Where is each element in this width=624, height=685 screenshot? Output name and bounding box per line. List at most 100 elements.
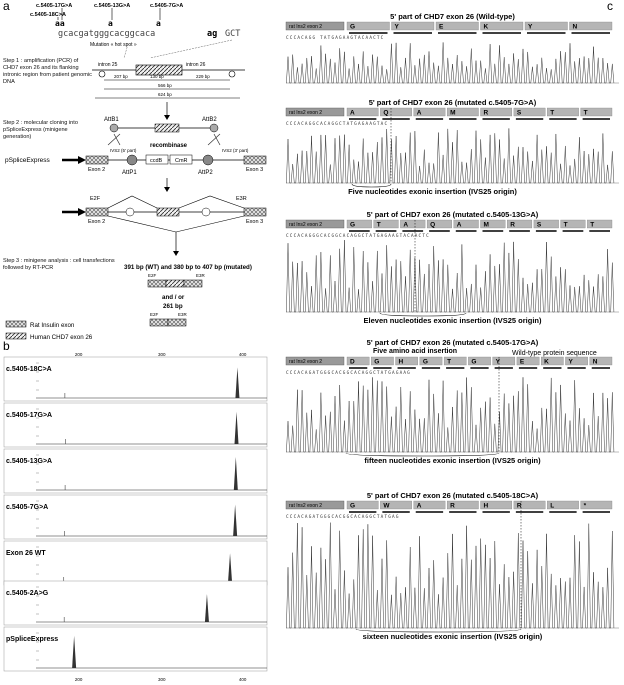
amino-acid-cell <box>446 107 479 117</box>
amino-acid-cell <box>346 21 390 31</box>
amino-acid-cell <box>413 500 446 510</box>
amino-acid-cell <box>426 219 452 229</box>
insertion-caption: Eleven nucleotides exonic insertion (IVS… <box>364 316 542 325</box>
attP1-label: AttP1 <box>122 170 137 176</box>
amino-acid-cell <box>371 356 394 366</box>
attP1-site <box>126 154 138 166</box>
amino-acid-cell <box>516 356 540 366</box>
insertion-brace <box>345 452 500 457</box>
amino-acid-letter: * <box>584 503 587 510</box>
amino-acid-cell <box>580 500 613 510</box>
amino-acid-letter: Y <box>395 24 400 31</box>
amino-acid-letter: R <box>450 503 455 510</box>
amino-acid-cell <box>547 107 579 117</box>
arrow-head <box>164 115 170 120</box>
trace-peak <box>235 367 240 398</box>
amino-acid-cell <box>480 500 513 510</box>
pspliceexpress-label: pSpliceExpress <box>5 157 51 164</box>
trace-label: pSpliceExpress <box>6 636 58 643</box>
chromatogram-title: 5' part of CHD7 exon 26 (mutated c.5405-… <box>369 98 537 107</box>
rat-ins2-bar <box>285 356 345 366</box>
trace-label: c.5405-13G>A <box>6 458 52 465</box>
base-calls: CCCACAGGGCACGGCACAGGCTATGAGAAGTACAACTC <box>286 233 430 239</box>
trace-peak <box>228 553 233 582</box>
panel-a: a c.5405-17G>A c.5405-18C>A c.5405-13G>A… <box>3 0 267 341</box>
amino-acid-cell <box>480 107 513 117</box>
amino-acid-letter: Q <box>430 222 435 229</box>
amino-acid-cell <box>380 107 412 117</box>
amino-acid-cell <box>480 219 506 229</box>
bp-label: 566 bp <box>158 83 172 88</box>
amino-acid-letter: A <box>457 222 462 229</box>
amino-acid-letter: T <box>377 222 381 229</box>
trace-frame <box>3 448 268 494</box>
insert-exon26 <box>154 123 180 133</box>
attP2-site <box>202 154 214 166</box>
andor-label: and / or <box>162 294 185 301</box>
chromatogram-title: 5' part of CHD7 exon 26 (mutated c.5405-… <box>367 338 539 347</box>
amino-acid-cell <box>468 356 491 366</box>
trace-label: c.5405-17G>A <box>6 412 52 419</box>
chromatograms: 5' part of CHD7 exon 26 (Wild-type)rat I… <box>285 12 619 641</box>
panel-label-c: c <box>607 0 613 13</box>
amino-acid-cell <box>580 107 613 117</box>
bp-label: 207 bp <box>114 74 128 79</box>
amino-acid-cell <box>419 356 443 366</box>
chromatogram-trace <box>286 377 615 453</box>
axis-tick-top: 200 <box>75 352 83 357</box>
amino-acid-letter: S <box>537 222 542 229</box>
trace-frame <box>3 494 268 540</box>
e2f-label: E2F <box>90 196 101 202</box>
base-calls: CCCACAGATGGGCACGGCACAGGCTATGAGAAG <box>286 370 411 376</box>
acceptor-ag: ag <box>207 29 217 39</box>
trace-peak <box>233 456 238 490</box>
amino-acid-cell <box>589 356 613 366</box>
amino-acid-letter: R <box>510 222 515 229</box>
amino-acid-cell <box>480 21 524 31</box>
zoom-line <box>149 39 233 59</box>
amino-acid-letter: E <box>439 24 444 31</box>
axis-tick-top: 400 <box>239 352 247 357</box>
amino-acid-cell <box>533 219 559 229</box>
exon2-label: Exon 2 <box>88 167 105 173</box>
chromatogram-title: 5' part of CHD7 exon 26 (mutated c.5405-… <box>367 210 539 219</box>
amino-acid-cell <box>541 356 564 366</box>
mutation-label: c.5405-7G>A <box>150 3 183 9</box>
trace-frame <box>3 402 268 448</box>
mutation-label: c.5405-17G>A <box>36 3 72 9</box>
e2f-label: E2F <box>148 273 157 278</box>
zoom-line <box>123 43 129 59</box>
base-calls: CCCACAGG TATGAGAAGTACAACTC <box>286 35 384 41</box>
amino-acid-cell <box>395 356 418 366</box>
trace-peak <box>204 593 209 622</box>
amino-acid-cell <box>400 219 426 229</box>
amino-acid-letter: A <box>417 503 422 510</box>
amino-acid-cell <box>547 500 579 510</box>
amino-acid-letter: T <box>447 359 451 366</box>
step2-text-box: Step 2 : molecular cloning into pSpliceE… <box>3 120 78 140</box>
exon2-box <box>85 207 109 217</box>
rat-ins2-label: rat Ins2 exon 2 <box>289 503 322 509</box>
trace-label: c.5405-7G>A <box>6 504 48 511</box>
amino-acid-letter: A <box>350 110 355 117</box>
result1-label: 391 bp (WT) and 380 bp to 407 bp (mutate… <box>124 264 252 271</box>
primer-site <box>98 70 106 78</box>
att-site <box>125 207 135 217</box>
cross-arrow <box>107 133 121 146</box>
exon26-box <box>135 64 183 76</box>
amino-acid-cell <box>346 219 372 229</box>
amino-acid-letter: S <box>517 110 522 117</box>
amino-acid-letter: T <box>550 110 554 117</box>
promoter-arrow-head <box>78 208 86 216</box>
panel-c: c 5' part of CHD7 exon 26 (Wild-type)rat… <box>285 0 619 641</box>
amino-acid-cell <box>346 500 379 510</box>
amino-acid-letter: N <box>593 359 598 366</box>
e3r-label: E3R <box>178 312 188 317</box>
legend-rat-label: Rat Insulin exon <box>30 322 75 329</box>
amino-acid-cell <box>507 219 533 229</box>
amino-acid-cell <box>413 107 446 117</box>
ccdB-box <box>145 154 169 165</box>
trace-frame <box>3 626 268 672</box>
amino-acid-letter: G <box>423 359 428 366</box>
recombinase-label: recombinase <box>150 143 188 149</box>
